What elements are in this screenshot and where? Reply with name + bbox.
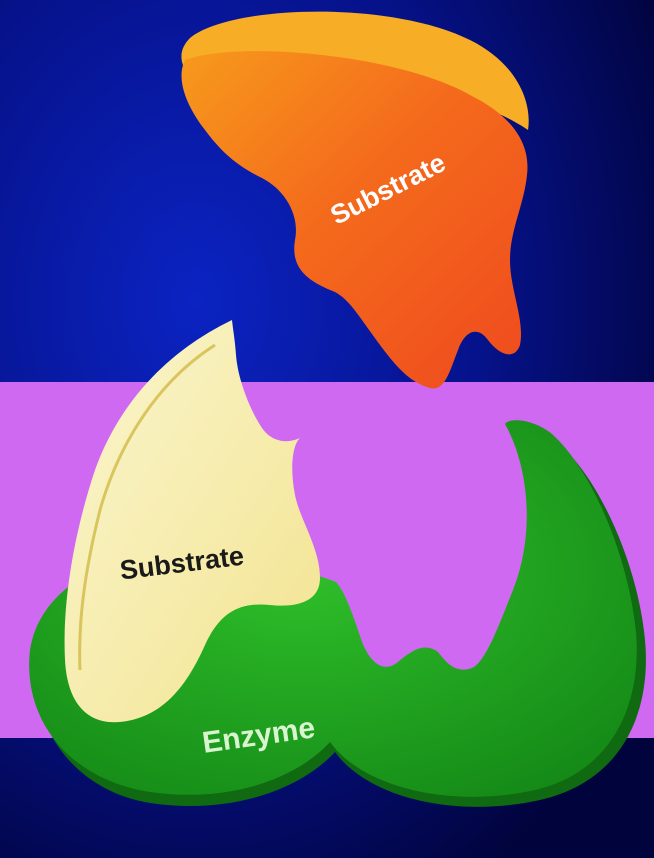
diagram-canvas: Substrate Substrate Enzyme xyxy=(0,0,654,858)
enzyme-substrate-diagram: Substrate Substrate Enzyme xyxy=(0,0,654,858)
